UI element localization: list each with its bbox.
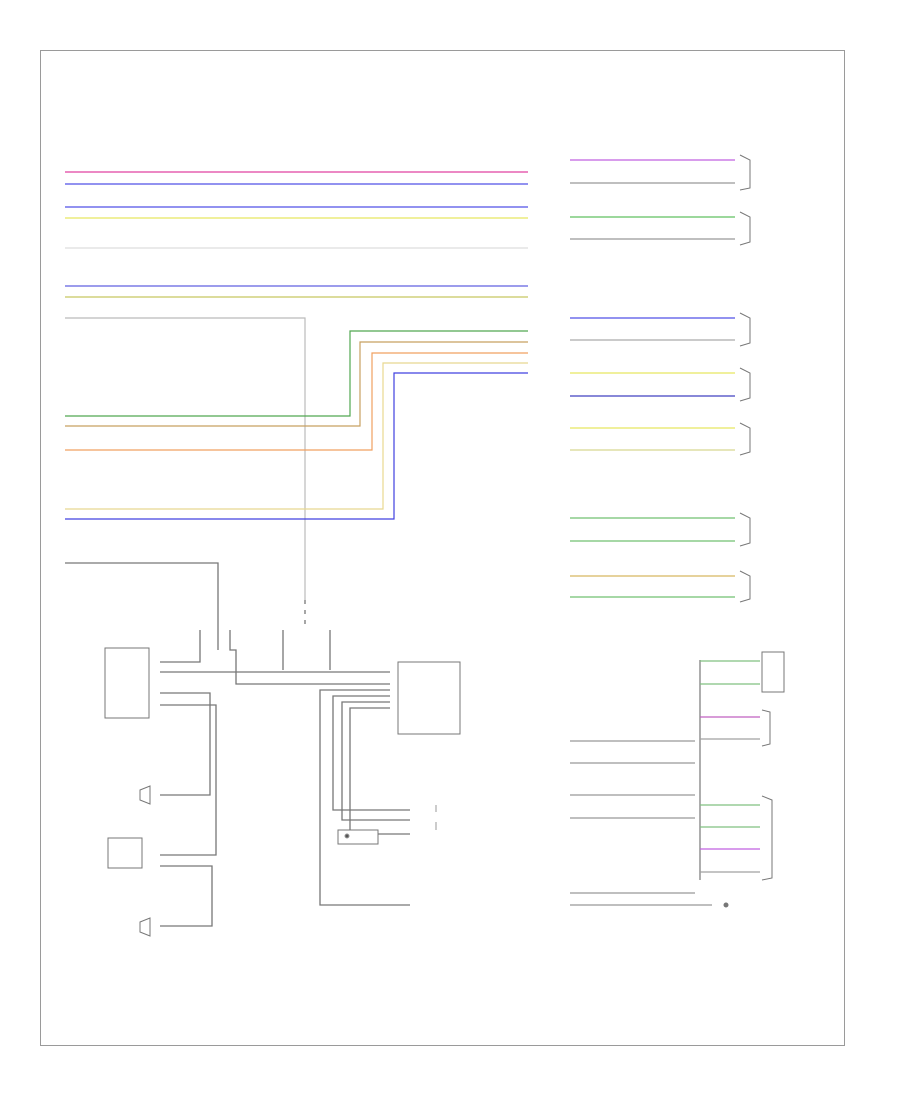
wire-tan-route-2 <box>65 362 528 510</box>
rr-speaker-box-2 <box>761 709 771 747</box>
spk-connector-2 <box>739 211 751 246</box>
rf-door-speaker-box <box>104 647 150 719</box>
spk-connector-5 <box>739 422 751 456</box>
right-speaker-wires <box>570 159 735 598</box>
wire-lf-speaker <box>160 704 217 856</box>
spk-connector-3 <box>739 312 751 347</box>
fuse-symbol <box>723 902 729 908</box>
lower-left-wiring <box>65 562 410 927</box>
wire-orange-route <box>65 352 528 451</box>
spk-connector-7 <box>739 570 751 603</box>
routed-wires <box>65 317 528 600</box>
spk-connector-1 <box>739 154 751 191</box>
wire-tan-route <box>65 341 528 427</box>
antenna-booster-box <box>337 829 379 845</box>
top-wire-bundle <box>65 171 528 298</box>
rr-speaker-box-1 <box>761 651 785 693</box>
diagram-frame <box>40 50 845 1046</box>
lf-tweeter-symbol <box>139 917 151 937</box>
wire-feed-rf <box>160 630 201 663</box>
lower-right-wiring <box>570 660 760 906</box>
subwoofer-box <box>761 795 773 881</box>
spk-connector-6 <box>739 512 751 547</box>
wire-blue-route <box>65 372 528 520</box>
wire-gray-lower <box>65 562 219 650</box>
connector-marks <box>344 805 437 839</box>
spk-connector-4 <box>739 367 751 402</box>
wire-audio-out-1 <box>319 689 410 906</box>
right-speaker-connectors <box>739 154 751 603</box>
wire-audio-out-4 <box>349 707 410 835</box>
lf-door-speaker-box <box>107 837 143 869</box>
wire-lf-tweeter <box>160 865 213 927</box>
wire-rf-tweeter <box>160 692 211 796</box>
wire-audio-out-2 <box>332 695 410 811</box>
lower-right-boxes <box>723 651 785 908</box>
ground-dot <box>344 833 350 839</box>
wire-audio-bus-1 <box>229 630 390 685</box>
wire-gray-vertical <box>65 317 306 600</box>
rf-tweeter-symbol <box>139 785 151 805</box>
left-components <box>104 647 461 937</box>
wire-audio-out-3 <box>341 701 410 821</box>
wire-green-route <box>65 330 528 417</box>
audio-unit-box <box>397 661 461 735</box>
